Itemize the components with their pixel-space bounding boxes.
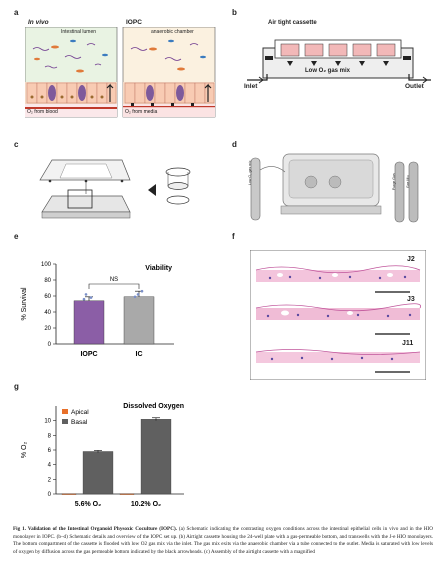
y-tick-label: 60 — [44, 294, 51, 300]
y-tick-label: 80 — [44, 278, 51, 284]
bar-iopc — [73, 300, 105, 345]
y-axis-title: % O₂ — [21, 442, 28, 459]
bar-apical — [61, 493, 77, 495]
x-tick-label: IOPC — [80, 351, 97, 358]
panel-a-schematic — [25, 27, 216, 118]
panel-label-b: b — [232, 8, 237, 17]
legend-label-basal: Basal — [71, 419, 88, 426]
histology-strip-j3 — [255, 303, 422, 320]
data-point — [136, 293, 140, 296]
data-point — [140, 289, 144, 293]
y-tick-label: 6 — [48, 448, 52, 454]
bar-basal — [82, 451, 114, 495]
chart-title: Viability — [145, 265, 172, 272]
y-tick-label: 4 — [48, 463, 52, 469]
x-tick-label: 10.2% O₂ — [131, 501, 161, 508]
panel-label-g: g — [14, 382, 19, 391]
histology-label-j2: J2 — [407, 256, 415, 263]
chart-title: Dissolved Oxygen — [123, 403, 184, 410]
histology-strip-j11 — [255, 349, 421, 363]
x-tick-label: IC — [136, 351, 143, 358]
panel-label-c: c — [14, 140, 19, 149]
in-vivo-title: In vivo — [28, 19, 49, 26]
cassette-title: Air tight cassette — [268, 20, 317, 26]
o2-media-label: O₂ from media — [125, 109, 158, 115]
figure-caption: Fig 1. Validation of the Intestinal Orga… — [13, 526, 433, 556]
y-tick-label: 0 — [48, 492, 52, 498]
dissolved-oxygen-chart: 0 2 4 6 8 10 % O₂ Dissolved Oxygen 5.6% O₂ 10.2% … — [21, 403, 184, 508]
inlet-label: Inlet — [244, 83, 258, 90]
histology-label-j3: J3 — [407, 296, 415, 303]
bar-ic — [123, 296, 155, 345]
panel-label-e: e — [14, 232, 19, 241]
y-tick-label: 20 — [44, 326, 51, 332]
legend-swatch-apical — [62, 409, 68, 414]
y-tick-label: 100 — [41, 262, 52, 268]
data-point — [82, 297, 86, 301]
data-point — [84, 293, 88, 296]
data-point — [133, 295, 137, 299]
y-tick-label: 8 — [48, 433, 52, 439]
y-axis-title: % Survival — [21, 287, 28, 321]
y-tick-label: 10 — [44, 419, 51, 425]
gas-mix-label: Low O₂ gas mix — [305, 68, 351, 74]
significance-bracket — [88, 283, 140, 289]
cassette-diagram — [247, 39, 431, 84]
data-point — [89, 296, 93, 299]
tank-purge-gas-label: Purge Gas — [392, 173, 396, 190]
caption-title: Fig 1. Validation of the Intestinal Orga… — [13, 526, 177, 532]
y-tick-label: 0 — [48, 342, 52, 348]
bar-basal — [140, 419, 172, 495]
o2-blood-label: O₂ from blood — [27, 109, 58, 115]
panel-label-a: a — [14, 8, 19, 17]
significance-label: NS — [110, 277, 118, 283]
legend-swatch-basal — [62, 419, 68, 424]
y-tick-label: 40 — [44, 310, 51, 316]
legend-label-apical: Apical — [71, 409, 89, 416]
x-tick-label: 5.6% O₂ — [75, 501, 101, 508]
iopc-title: IOPC — [126, 19, 142, 26]
histology-label-j11: J11 — [402, 340, 414, 347]
bar-apical — [119, 493, 135, 495]
histology-strip-j2 — [255, 265, 421, 282]
scale-bars — [375, 291, 410, 373]
cassette-assembly-diagram — [39, 159, 191, 219]
outlet-label: Outlet — [405, 83, 424, 90]
tank-gas-mix-label: Gas Mix — [406, 175, 410, 188]
glovebox-diagram — [250, 153, 419, 223]
caption-body: (a) Schematic indicating the contrasting… — [13, 526, 433, 555]
histology-panel — [250, 250, 426, 380]
panel-label-f: f — [232, 232, 235, 241]
lumen-label: Intestinal lumen — [60, 29, 98, 35]
chamber-label: anaerobic chamber — [150, 29, 195, 35]
tank-low-o2-label: Low O₂ gas mix — [248, 160, 252, 185]
panel-label-d: d — [232, 140, 237, 149]
y-tick-label: 2 — [48, 477, 52, 483]
